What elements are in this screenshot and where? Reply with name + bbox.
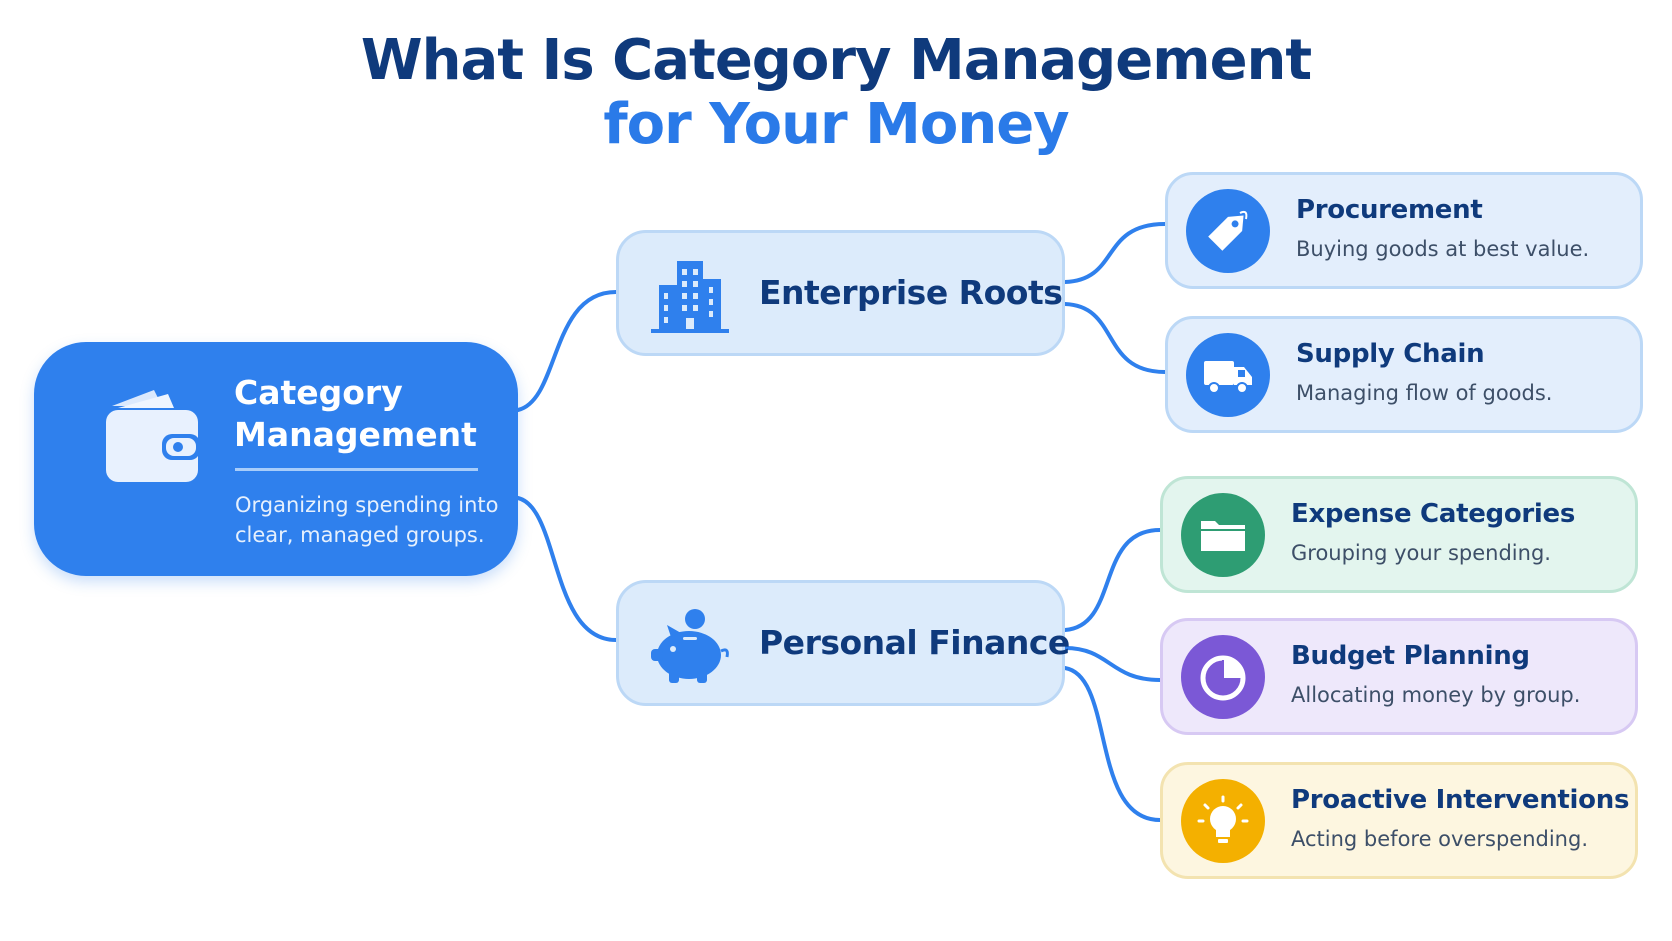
root-node-category-management: Category Management Organizing spending … <box>34 342 518 576</box>
wallet-icon <box>84 372 204 492</box>
leaf-node-procurement: Procurement Buying goods at best value. <box>1165 172 1643 289</box>
leaf-description-procurement: Buying goods at best value. <box>1296 237 1590 261</box>
leaf-title-expense-categories: Expense Categories <box>1291 499 1576 529</box>
title-line-1: What Is Category Management <box>360 28 1312 93</box>
root-description: Organizing spending into clear, managed … <box>235 493 499 547</box>
root-divider <box>235 468 478 471</box>
leaf-description-supply-chain: Managing flow of goods. <box>1296 381 1553 405</box>
building-icon <box>649 255 731 337</box>
leaf-node-expense-categories: Expense Categories Grouping your spendin… <box>1160 476 1638 593</box>
branch-label-personal-finance: Personal Finance <box>759 623 1070 662</box>
price-tag-icon <box>1186 189 1270 273</box>
connector-enterprise-procurement <box>1063 222 1167 284</box>
truck-icon <box>1186 333 1270 417</box>
folder-icon <box>1181 493 1265 577</box>
branch-node-personal-finance: Personal Finance <box>616 580 1070 706</box>
connector-root-enterprise <box>516 290 618 412</box>
root-title-line-2: Management <box>234 415 477 454</box>
connector-personal-expense <box>1063 528 1162 632</box>
leaf-description-expense-categories: Grouping your spending. <box>1291 541 1551 565</box>
piggy-bank-icon <box>649 605 731 687</box>
connector-personal-budget <box>1063 646 1162 682</box>
leaf-description-budget-planning: Allocating money by group. <box>1291 683 1581 707</box>
leaf-title-procurement: Procurement <box>1296 195 1483 225</box>
connector-enterprise-supply <box>1063 302 1167 374</box>
root-title-line-1: Category <box>234 373 403 412</box>
connector-root-personal <box>516 496 618 642</box>
leaf-title-supply-chain: Supply Chain <box>1296 339 1485 369</box>
branch-label-enterprise-roots: Enterprise Roots <box>759 273 1063 312</box>
pie-chart-icon <box>1181 635 1265 719</box>
lightbulb-icon <box>1181 779 1265 863</box>
branch-node-enterprise-roots: Enterprise Roots <box>616 230 1065 356</box>
leaf-description-proactive-interventions: Acting before overspending. <box>1291 827 1588 851</box>
leaf-title-budget-planning: Budget Planning <box>1291 641 1530 671</box>
leaf-title-proactive-interventions: Proactive Interventions <box>1291 785 1630 815</box>
leaf-node-supply-chain: Supply Chain Managing flow of goods. <box>1165 316 1643 433</box>
root-title: Category Management <box>234 372 477 456</box>
connector-personal-proactive <box>1063 666 1162 822</box>
leaf-node-proactive-interventions: Proactive Interventions Acting before ov… <box>1160 762 1638 879</box>
leaf-node-budget-planning: Budget Planning Allocating money by grou… <box>1160 618 1638 735</box>
title-line-2: for Your Money <box>603 92 1069 157</box>
